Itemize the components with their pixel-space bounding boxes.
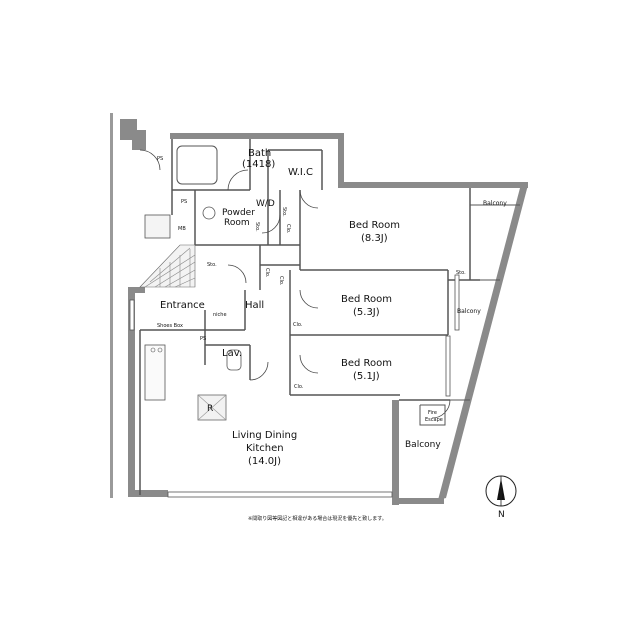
shoes-box-label: Shoes Box bbox=[157, 323, 183, 329]
mb-label: MB bbox=[178, 226, 186, 232]
bath-label: Bath bbox=[248, 148, 271, 159]
sto-label-2: Sto. bbox=[456, 270, 466, 276]
clo-label-5: Clo. bbox=[264, 268, 270, 278]
bedroom3-name: Bed Room bbox=[341, 358, 392, 369]
bedroom2-name: Bed Room bbox=[341, 294, 392, 305]
balcony-outline bbox=[419, 204, 520, 426]
ldk-label-line2: Kitchen bbox=[246, 443, 284, 454]
bedroom1-size: (8.3J) bbox=[361, 233, 388, 244]
outer-wall-line bbox=[110, 113, 113, 498]
entrance-tile-floor bbox=[139, 244, 196, 288]
lav-label: Lav. bbox=[222, 348, 242, 359]
exterior-walls bbox=[120, 119, 528, 505]
ps-label-1: PS bbox=[157, 156, 163, 162]
ldk-size: (14.0J) bbox=[248, 456, 281, 467]
door-swings bbox=[139, 149, 451, 419]
wic-label: W.I.C bbox=[288, 167, 313, 178]
entrance-label: Entrance bbox=[160, 300, 205, 311]
bathtub bbox=[176, 145, 218, 185]
ldk-label-line1: Living Dining bbox=[232, 430, 297, 441]
niche-label: niche bbox=[213, 312, 227, 318]
sto-label-3: Sto. bbox=[281, 207, 287, 217]
windows bbox=[129, 274, 460, 498]
wd-label: W/D bbox=[256, 199, 275, 209]
fixtures bbox=[144, 206, 242, 421]
north-compass bbox=[485, 475, 517, 507]
clo-label-3: Clo. bbox=[293, 322, 303, 328]
bedroom1-name: Bed Room bbox=[349, 220, 400, 231]
compass-north-label: N bbox=[498, 510, 505, 520]
refrigerator-label: R bbox=[207, 404, 213, 414]
clo-label-2: Clo. bbox=[278, 276, 284, 286]
fire-escape-label-line1: Fire bbox=[428, 410, 437, 416]
footnote: ※間取り図等図記と相違がある場合は現況を優先と致します。 bbox=[248, 515, 387, 522]
interior-walls bbox=[139, 139, 480, 495]
clo-label-4: Clo. bbox=[294, 384, 304, 390]
bedroom3-size: (5.1J) bbox=[353, 371, 380, 382]
sto-label-4: Sto. bbox=[254, 222, 260, 232]
balcony3-label: Balcony bbox=[405, 440, 441, 450]
bath-size: (1418) bbox=[242, 159, 275, 170]
powder-room-label-line1: Powder bbox=[222, 208, 255, 218]
bedroom2-size: (5.3J) bbox=[353, 307, 380, 318]
hall-label: Hall bbox=[245, 300, 264, 311]
ps-label-2: PS bbox=[181, 199, 187, 205]
fire-escape-label-line2: Escape bbox=[425, 417, 443, 423]
balcony1-label: Balcony bbox=[483, 200, 507, 207]
clo-label-1: Clo. bbox=[285, 224, 291, 234]
sto-label-1: Sto. bbox=[207, 262, 217, 268]
ps-label-3: PS bbox=[200, 336, 206, 342]
balcony2-label: Balcony bbox=[457, 308, 481, 315]
powder-room-label-line2: Room bbox=[224, 218, 250, 228]
